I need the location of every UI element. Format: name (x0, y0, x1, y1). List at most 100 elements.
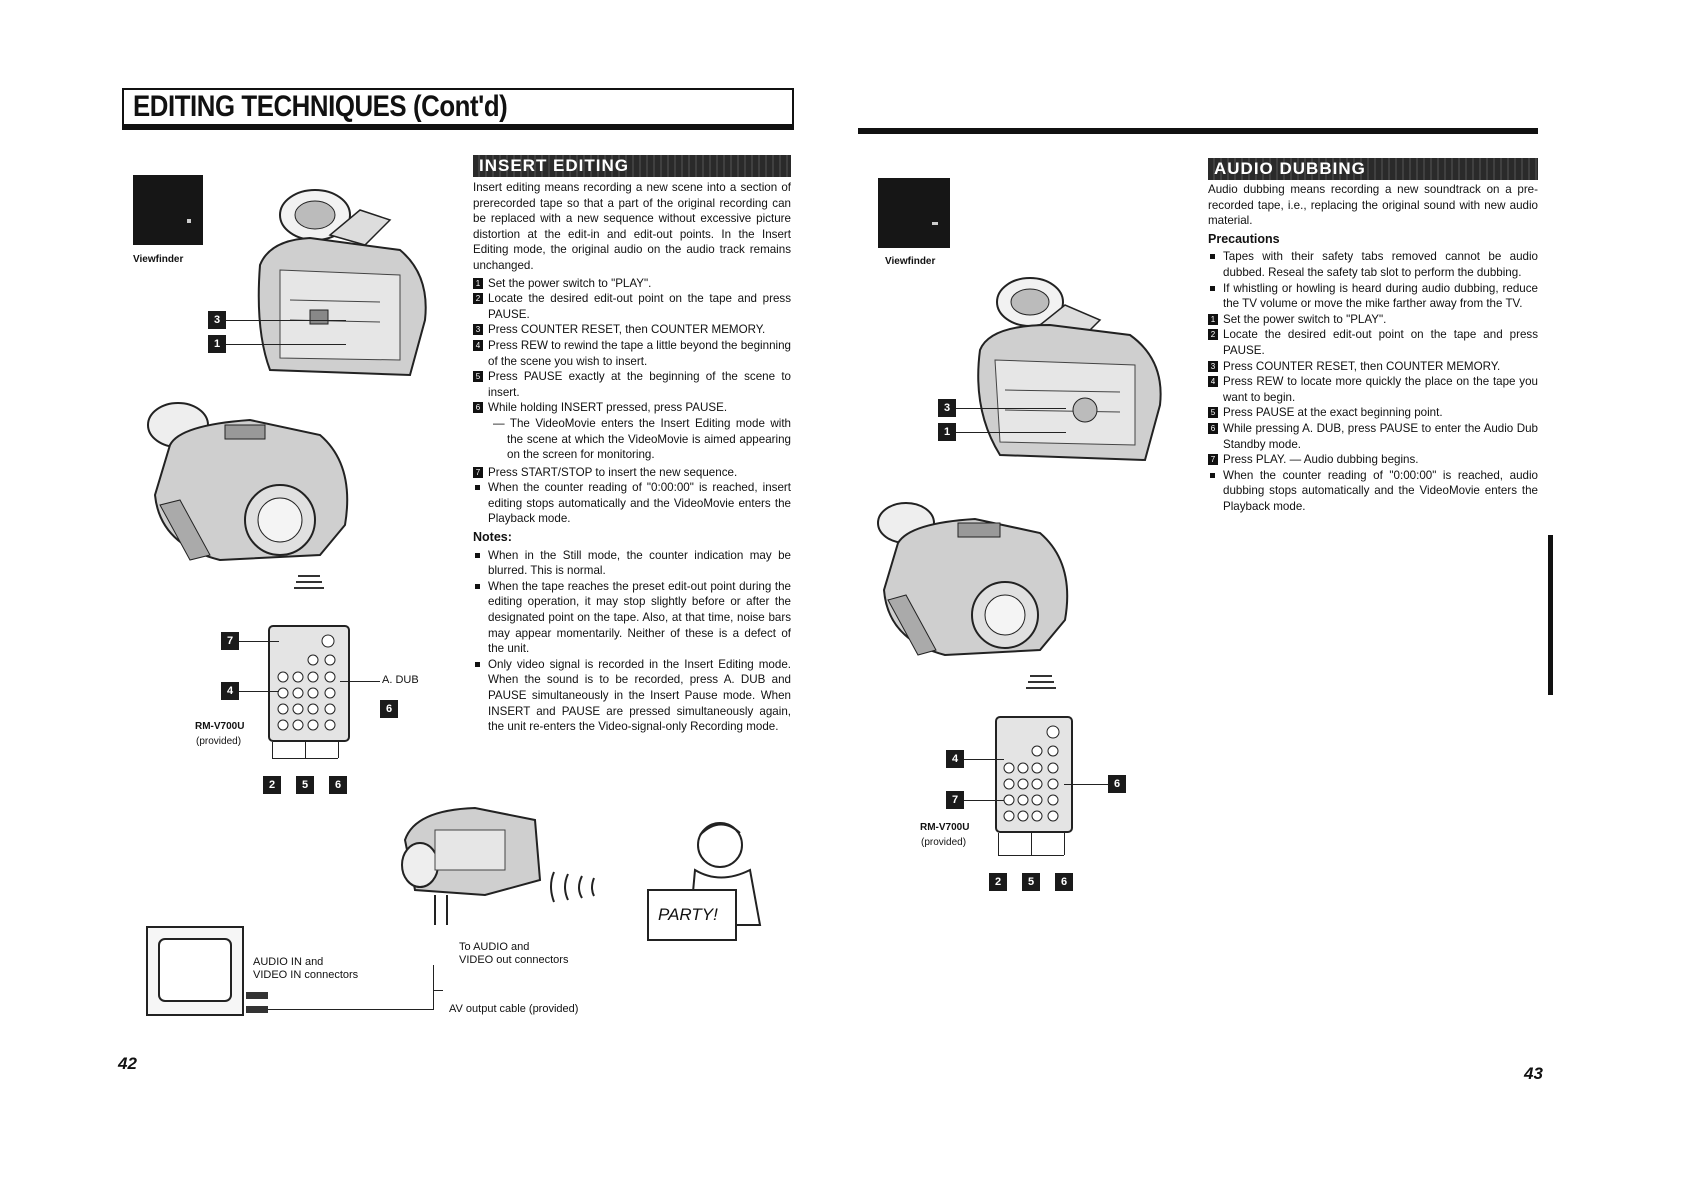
ir-wave (1026, 687, 1056, 689)
video-out-label: VIDEO out connectors (459, 954, 569, 966)
to-audio-label: To AUDIO and (459, 941, 530, 953)
step-marker-2: 2 (263, 776, 281, 794)
leader-line (1031, 833, 1032, 855)
leader-line (998, 855, 1064, 856)
video-in-label: VIDEO IN connectors (253, 969, 359, 981)
step-marker-4: 4 (946, 750, 964, 768)
av-cable-line (268, 1009, 433, 1010)
person-holding-sign-illustration (647, 822, 762, 941)
step-marker-3: 3 (208, 311, 226, 329)
precaution-item: Tapes with their safety tabs removed can… (1208, 249, 1538, 280)
remote-model-label: RM-V700U (920, 822, 970, 833)
audio-counter-bullet: When the counter reading of "0:00:00" is… (1208, 468, 1538, 515)
leader-line (272, 758, 338, 759)
remote-control-illustration (995, 716, 1073, 833)
audio-dubbing-column: Audio dubbing means recording a new soun… (1208, 182, 1538, 514)
audio-in-label: AUDIO IN and (253, 956, 324, 968)
ir-wave (1030, 675, 1052, 677)
note-item: Only video signal is recorded in the Ins… (473, 657, 791, 735)
page-number-right: 43 (1524, 1064, 1543, 1083)
camcorder-illustration-front (877, 502, 1069, 657)
av-cable-line (433, 965, 434, 1010)
step-marker-1: 1 (208, 335, 226, 353)
precautions-heading: Precautions (1208, 231, 1280, 246)
page-number-left: 42 (118, 1054, 137, 1073)
page-title: EDITING TECHNIQUES (Cont'd) (133, 90, 508, 123)
title-rule-right (858, 128, 1538, 134)
leader-line (239, 641, 279, 642)
sound-waves-icon (550, 871, 595, 903)
party-sign-text: PARTY! (658, 905, 718, 924)
title-rule-left (122, 124, 794, 130)
camcorder-illustration-top (257, 189, 427, 377)
camcorder-illustration-front (147, 402, 349, 562)
insert-intro: Insert editing means recording a new sce… (473, 181, 791, 272)
ir-wave (1028, 681, 1054, 683)
insert-counter-bullet: When the counter reading of "0:00:00" is… (473, 480, 791, 527)
insert-editing-column: Insert editing means recording a new sce… (473, 180, 791, 735)
insert-step-note: — The VideoMovie enters the Insert Editi… (493, 416, 791, 462)
leader-line (340, 681, 380, 682)
notes-heading: Notes: (473, 530, 512, 545)
remote-model-label: RM-V700U (195, 721, 245, 732)
leader-line (226, 344, 346, 345)
viewfinder-label: Viewfinder (885, 256, 936, 267)
remote-provided-label: (provided) (921, 837, 967, 848)
step-marker-4: 4 (221, 682, 239, 700)
camcorder-illustration-playback (401, 806, 542, 925)
av-cable-line (433, 990, 443, 991)
remote-provided-label: (provided) (196, 736, 242, 747)
step-marker-3: 3 (938, 399, 956, 417)
step-marker-6: 6 (1055, 873, 1073, 891)
step-marker-6: 6 (380, 700, 398, 718)
leader-line (338, 742, 339, 758)
step-marker-2: 2 (989, 873, 1007, 891)
step-marker-6: 6 (329, 776, 347, 794)
leader-line (964, 759, 1004, 760)
tv-illustration (146, 926, 244, 1016)
step-marker-1: 1 (938, 423, 956, 441)
insert-editing-heading: INSERT EDITING (473, 155, 791, 177)
step-marker-7: 7 (946, 791, 964, 809)
viewfinder-screen (133, 175, 203, 245)
a-dub-label: A. DUB (382, 674, 419, 686)
leader-line (964, 800, 1004, 801)
remote-control-illustration (268, 625, 350, 742)
step-marker-7: 7 (221, 632, 239, 650)
viewfinder-screen (878, 178, 950, 248)
audio-intro: Audio dubbing means recording a new soun… (1208, 183, 1538, 228)
step-marker-5: 5 (1022, 873, 1040, 891)
ir-wave (296, 581, 322, 583)
step-marker-5: 5 (296, 776, 314, 794)
ir-wave (294, 587, 324, 589)
plug-icon (246, 1006, 268, 1013)
cable-label: AV output cable (provided) (449, 1003, 579, 1015)
plug-icon (246, 992, 268, 999)
leader-line (956, 408, 1066, 409)
audio-dubbing-heading: AUDIO DUBBING (1208, 158, 1538, 180)
note-item: When in the Still mode, the counter indi… (473, 548, 791, 579)
leader-line (998, 833, 999, 855)
precaution-item: If whistling or howling is heard during … (1208, 281, 1538, 312)
title-frame (122, 88, 794, 126)
leader-line (239, 691, 279, 692)
leader-line (272, 742, 273, 758)
viewfinder-label: Viewfinder (133, 254, 184, 265)
note-item: When the tape reaches the preset edit-ou… (473, 579, 791, 657)
step-marker-6: 6 (1108, 775, 1126, 793)
leader-line (956, 432, 1066, 433)
leader-line (226, 320, 346, 321)
camcorder-illustration-top (977, 277, 1162, 462)
thumb-index-bar (1548, 535, 1553, 695)
